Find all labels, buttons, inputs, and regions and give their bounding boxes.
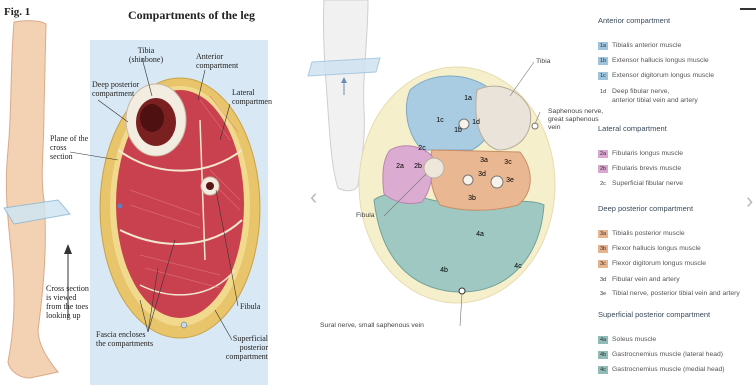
region-label-1d: 1d (472, 119, 480, 126)
legend-heading-deep-posterior: Deep posterior compartment (598, 204, 693, 213)
tibia-bone (476, 86, 531, 150)
diagram-label-sural: Sural nerve, small saphenous vein (320, 322, 424, 329)
region-label-3e: 3e (506, 177, 514, 184)
legend-heading-superficial-posterior: Superficial posterior compartment (598, 310, 710, 319)
label-deep-posterior: Deep posterior compartment (92, 80, 154, 98)
label-fibula: Fibula (240, 302, 260, 311)
region-label-4a: 4a (476, 231, 484, 238)
top-bar-mark (740, 8, 756, 10)
figure-panel: Fig. 1 Compartments of the leg (0, 0, 272, 387)
next-slide-icon[interactable]: › (746, 188, 753, 214)
region-label-4b: 4b (440, 267, 448, 274)
region-label-3c: 3c (504, 159, 512, 166)
label-superficial-posterior: Superficial posterior compartment (212, 334, 268, 361)
fibula-bone (424, 158, 444, 178)
legend-heading-lateral: Lateral compartment (598, 124, 667, 133)
diagram-label-fibula: Fibula (356, 212, 375, 219)
label-tibia-shinbone: Tibia (shinbone) (126, 46, 166, 64)
region-label-1b: 1b (454, 127, 462, 134)
prev-slide-icon[interactable]: ‹ (310, 184, 317, 210)
region-label-1c: 1c (436, 117, 444, 124)
region-label-2b: 2b (414, 163, 422, 170)
region-label-3a: 3a (480, 157, 488, 164)
region-label-3b: 3b (468, 195, 476, 202)
leg-drawing (6, 21, 58, 378)
label-lateral-compartment: Lateral compartment (232, 88, 270, 106)
label-plane: Plane of the cross section (50, 134, 90, 161)
label-anterior-compartment: Anterior compartment (196, 52, 256, 70)
diagram-label-tibia: Tibia (536, 58, 550, 65)
region-label-4c: 4c (514, 263, 522, 270)
label-fascia: Fascia encloses the compartments (96, 330, 156, 348)
region-label-1a: 1a (464, 95, 472, 102)
region-label-2a: 2a (396, 163, 404, 170)
legend-heading-anterior: Anterior compartment (598, 16, 670, 25)
label-cross-view: Cross section is viewed from the toes lo… (46, 284, 90, 320)
region-label-3d: 3d (478, 171, 486, 178)
region-label-2c: 2c (418, 145, 426, 152)
legend-item-1d-cont: anterior tibial vein and artery (612, 97, 698, 105)
mini-plane (308, 58, 380, 76)
